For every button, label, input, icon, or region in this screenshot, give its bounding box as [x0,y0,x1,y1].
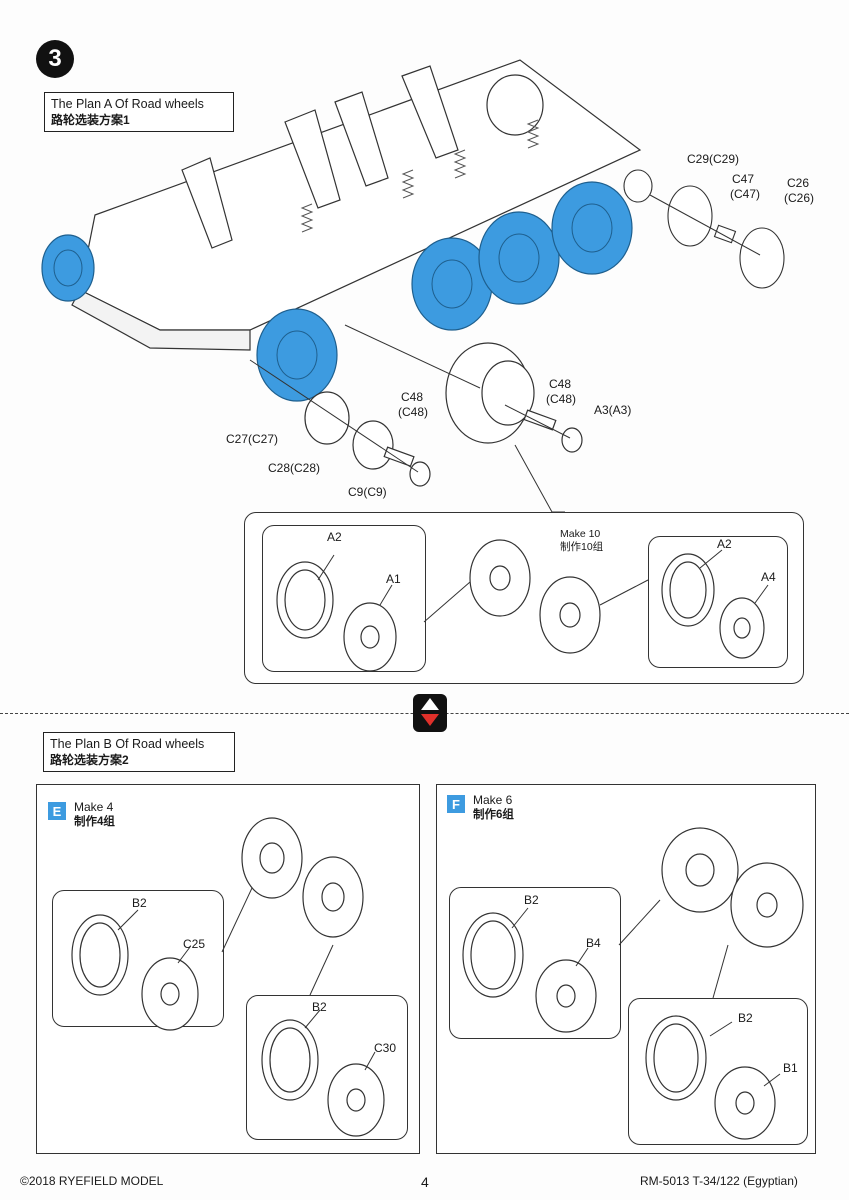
plan-a-make-count: Make 10 [560,528,601,540]
panel-f-make-count-cn: 制作6组 [473,809,514,821]
road-wheel-3 [478,211,560,305]
plan-a-right-hub-label: A4 [761,570,776,584]
plan-a-right-tire-label: A2 [717,537,732,551]
label-c27: C27(C27) [226,432,279,446]
plan-a-title-cn: 路轮选装方案1 [51,113,130,127]
panel-f-tag: F [447,795,465,813]
panel-f-lower-hub-label: B1 [783,1061,798,1075]
panel-f-upper-tire-label: B2 [524,893,539,907]
road-wheel-4 [551,181,633,275]
panel-f-make: Make 6 制作6组 [473,793,514,823]
plan-b-title-cn: 路轮选装方案2 [50,753,129,767]
panel-e-make: Make 4 制作4组 [74,800,115,830]
panel-e-lower-tire-label: B2 [312,1000,327,1014]
panel-e-lower-hub-label: C30 [374,1041,397,1055]
plan-a-left-hub-label: A1 [386,572,401,586]
hull-illustration [41,59,785,513]
label-c48-left-paren: (C48) [398,405,429,419]
label-a3: A3(A3) [594,403,632,417]
panel-e-upper-hub-label: C25 [183,937,206,951]
label-c26: C26 [787,176,810,190]
plan-a-title-box: The Plan A Of Road wheels 路轮选装方案1 [44,92,234,132]
plan-b-title-box: The Plan B Of Road wheels 路轮选装方案2 [43,732,235,772]
footer-copyright: ©2018 RYEFIELD MODEL [20,1174,164,1188]
plan-a-make-count-cn: 制作10组 [560,541,604,553]
idler-wheel [41,234,95,302]
label-c47-paren: (C47) [730,187,761,201]
panel-e-make-count: Make 4 [74,800,114,814]
label-c26-paren: (C26) [784,191,815,205]
label-c47: C47 [732,172,755,186]
panel-e-make-count-cn: 制作4组 [74,816,115,828]
panel-f-make-count: Make 6 [473,793,513,807]
panel-f-lower-tire-label: B2 [738,1011,753,1025]
footer-product: RM-5013 T-34/122 (Egyptian) [640,1174,798,1188]
label-c9: C9(C9) [348,485,387,499]
step-number: 3 [48,45,62,72]
panel-e-upper-tire-label: B2 [132,896,147,910]
label-c48-left: C48 [401,390,424,404]
label-c28: C28(C28) [268,461,321,475]
label-c29: C29(C29) [687,152,740,166]
panel-f-upper-hub-label: B4 [586,936,601,950]
panel-e-tag: E [48,802,66,820]
swap-arrow-icon [413,694,447,732]
step-number-badge: 3 [36,40,74,78]
page-number: 4 [421,1174,429,1190]
label-c48-right-paren: (C48) [546,392,577,406]
plan-b-title: The Plan B Of Road wheels [50,737,205,751]
label-c48-right: C48 [549,377,572,391]
plan-a-title: The Plan A Of Road wheels [51,97,204,111]
plan-a-left-tire-label: A2 [327,530,342,544]
